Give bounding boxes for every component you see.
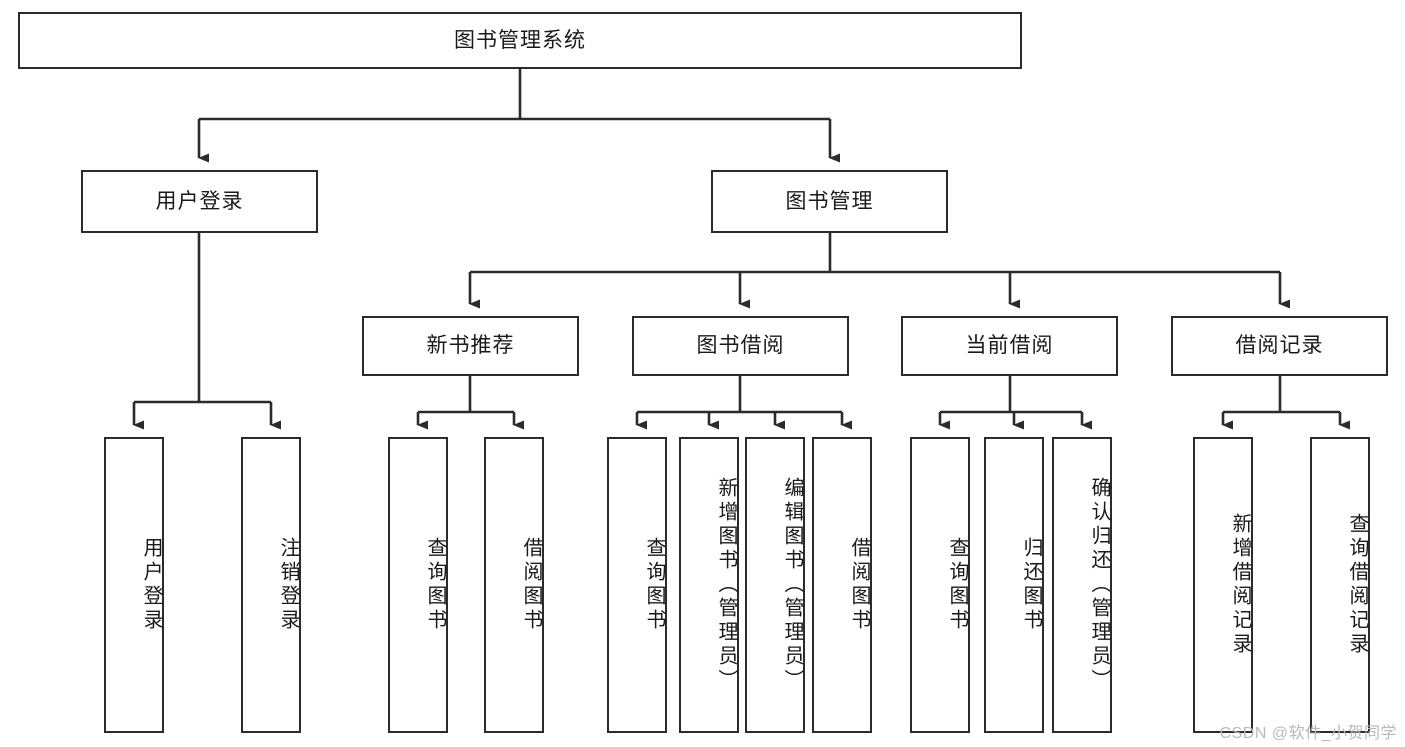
leaf-return-book-label: 归还图书	[1020, 537, 1042, 633]
leaf-query-borrow-record-label: 查询借阅记录	[1346, 513, 1368, 657]
node-root-system[interactable]: 图书管理系统	[18, 12, 1022, 69]
leaf-logout-login-label: 注销登录	[277, 537, 299, 633]
leaf-user-login-label: 用户登录	[140, 537, 162, 633]
node-book-management[interactable]: 图书管理	[711, 170, 948, 233]
leaf-add-book-admin[interactable]: 新增图书（管理员）	[679, 437, 739, 733]
leaf-borrow-book-1-label: 借阅图书	[520, 537, 542, 633]
node-root-system-label: 图书管理系统	[454, 28, 586, 52]
node-book-borrow-label: 图书借阅	[696, 334, 785, 358]
leaf-query-book-1-label: 查询图书	[424, 537, 446, 633]
leaf-edit-book-admin-label: 编辑图书（管理员）	[781, 477, 803, 693]
leaf-borrow-book-2[interactable]: 借阅图书	[812, 437, 872, 733]
leaf-add-borrow-record-label: 新增借阅记录	[1229, 513, 1251, 657]
node-current-borrow-label: 当前借阅	[965, 334, 1054, 358]
node-new-book-recommend-label: 新书推荐	[426, 334, 515, 358]
leaf-return-book[interactable]: 归还图书	[984, 437, 1044, 733]
leaf-query-book-3-label: 查询图书	[946, 537, 968, 633]
leaf-query-book-2[interactable]: 查询图书	[607, 437, 667, 733]
node-new-book-recommend[interactable]: 新书推荐	[362, 316, 579, 376]
leaf-query-book-3[interactable]: 查询图书	[910, 437, 970, 733]
leaf-borrow-book-1[interactable]: 借阅图书	[484, 437, 544, 733]
node-borrow-record-label: 借阅记录	[1235, 334, 1324, 358]
leaf-add-borrow-record[interactable]: 新增借阅记录	[1193, 437, 1253, 733]
node-user-login-label: 用户登录	[155, 189, 244, 213]
leaf-add-book-admin-label: 新增图书（管理员）	[715, 477, 737, 693]
node-book-borrow[interactable]: 图书借阅	[632, 316, 849, 376]
node-current-borrow[interactable]: 当前借阅	[901, 316, 1118, 376]
leaf-borrow-book-2-label: 借阅图书	[848, 537, 870, 633]
node-borrow-record[interactable]: 借阅记录	[1171, 316, 1388, 376]
leaf-confirm-return-admin-label: 确认归还（管理员）	[1088, 477, 1110, 693]
leaf-query-book-2-label: 查询图书	[643, 537, 665, 633]
leaf-user-login[interactable]: 用户登录	[104, 437, 164, 733]
csdn-watermark: CSDN @软件_小贺同学	[1219, 725, 1397, 742]
leaf-confirm-return-admin[interactable]: 确认归还（管理员）	[1052, 437, 1112, 733]
node-book-management-label: 图书管理	[785, 189, 874, 213]
leaf-query-borrow-record[interactable]: 查询借阅记录	[1310, 437, 1370, 733]
node-user-login[interactable]: 用户登录	[81, 170, 318, 233]
leaf-edit-book-admin[interactable]: 编辑图书（管理员）	[745, 437, 805, 733]
leaf-logout-login[interactable]: 注销登录	[241, 437, 301, 733]
leaf-query-book-1[interactable]: 查询图书	[388, 437, 448, 733]
